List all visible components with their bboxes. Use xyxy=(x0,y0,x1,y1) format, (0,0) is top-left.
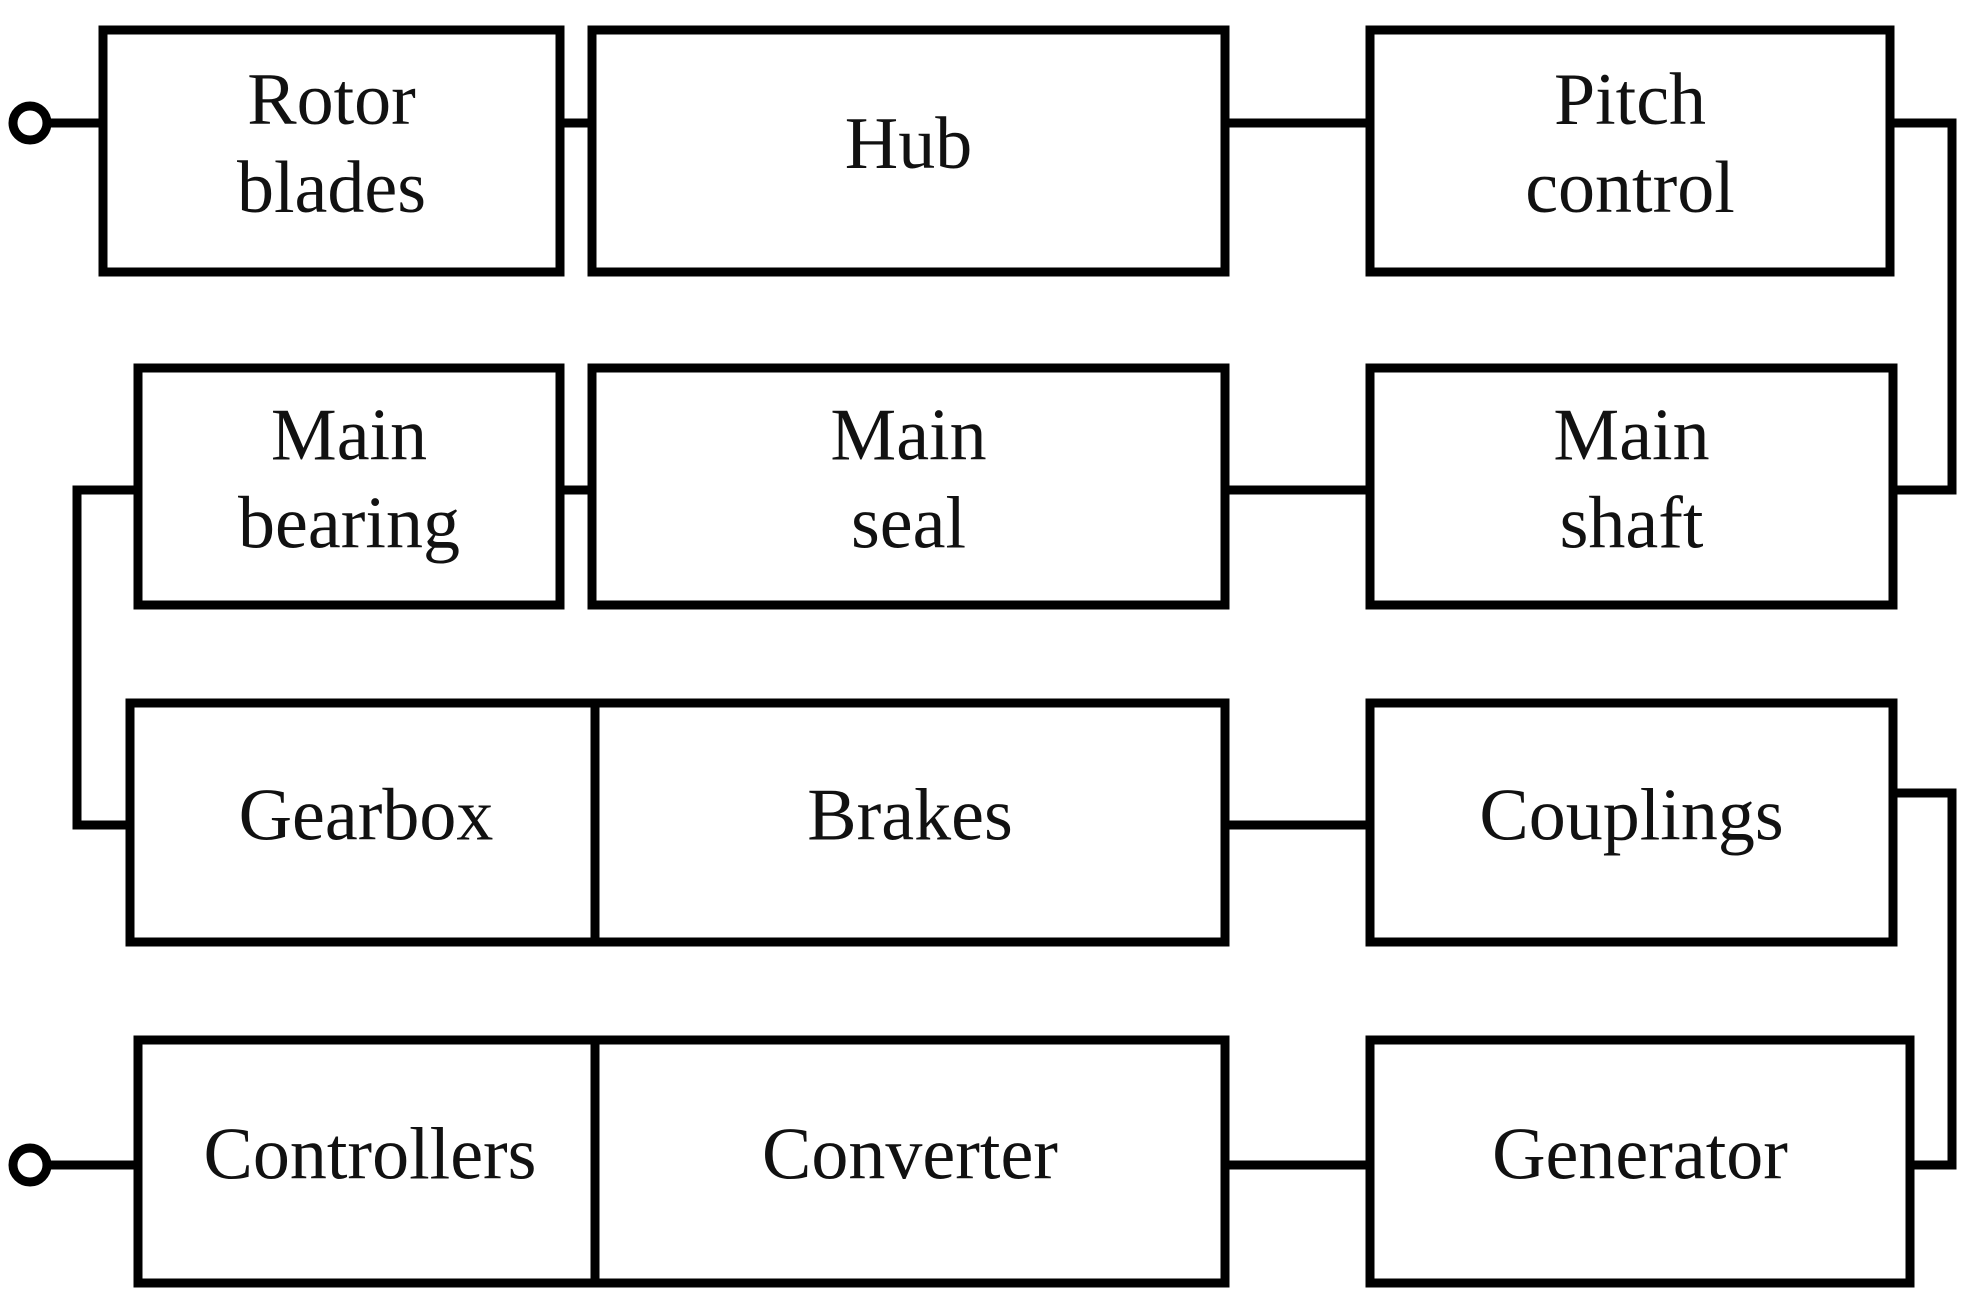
block-label-couplings: Couplings xyxy=(1479,774,1783,856)
block-outline-converter[interactable] xyxy=(590,1035,1230,1288)
block-outline-main-shaft[interactable] xyxy=(1365,363,1898,610)
block-gearbox[interactable]: Gearbox xyxy=(125,698,607,947)
block-outline-hub[interactable] xyxy=(587,25,1230,277)
block-converter[interactable]: Converter xyxy=(590,1035,1230,1288)
block-label-controllers: Controllers xyxy=(204,1113,537,1195)
block-outline-brakes[interactable] xyxy=(590,698,1230,947)
block-outline-pitch-control[interactable] xyxy=(1365,25,1895,277)
block-controllers[interactable]: Controllers xyxy=(133,1035,607,1288)
block-label-brakes: Brakes xyxy=(807,774,1013,856)
block-label-generator: Generator xyxy=(1492,1113,1788,1195)
wire-couplings-to-generator xyxy=(1889,788,1957,1170)
block-generator[interactable]: Generator xyxy=(1365,1035,1915,1288)
block-hub[interactable]: Hub xyxy=(587,25,1230,277)
block-brakes[interactable]: Brakes xyxy=(590,698,1230,947)
block-label-gearbox: Gearbox xyxy=(239,774,494,856)
block-outline-main-seal[interactable] xyxy=(587,363,1230,610)
wire-main-bearing-to-gearbox xyxy=(72,485,142,830)
output-terminal-icon[interactable] xyxy=(8,1143,52,1187)
block-outline-main-bearing[interactable] xyxy=(133,363,565,610)
block-couplings[interactable]: Couplings xyxy=(1365,698,1898,947)
block-outline-generator[interactable] xyxy=(1365,1035,1915,1288)
wire-layer xyxy=(41,118,1957,1170)
block-label-converter: Converter xyxy=(762,1113,1058,1195)
block-label-hub: Hub xyxy=(845,103,972,185)
block-outline-controllers[interactable] xyxy=(133,1035,607,1288)
input-terminal-icon[interactable] xyxy=(8,101,52,145)
block-outline-couplings[interactable] xyxy=(1365,698,1898,947)
block-outline-gearbox[interactable] xyxy=(125,698,607,947)
block-outline-rotor-blades[interactable] xyxy=(98,25,565,277)
terminal-layer xyxy=(8,101,52,1187)
wire-pitch-control-to-main-shaft xyxy=(1886,118,1957,495)
